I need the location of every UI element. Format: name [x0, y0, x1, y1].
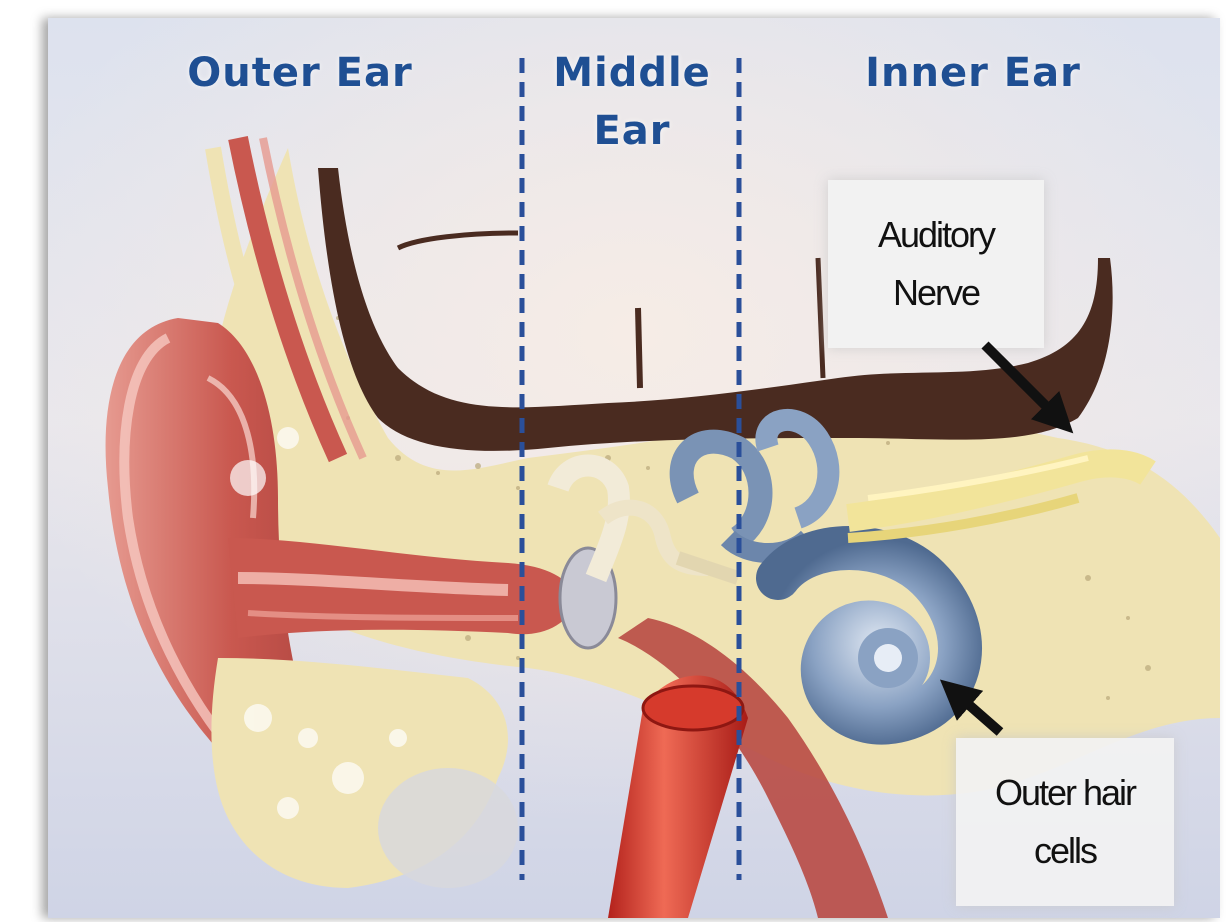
arrow-to-outer-hair-cells [952, 690, 1000, 732]
arrow-to-auditory-nerve [985, 345, 1062, 422]
